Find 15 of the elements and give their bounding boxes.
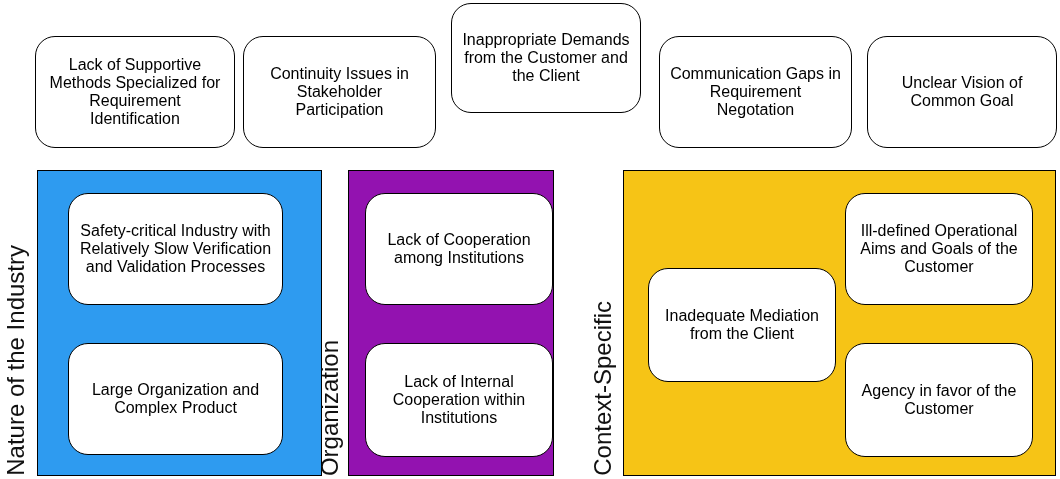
issue-box: Continuity Issues in Stakeholder Participation [243,36,436,148]
issue-box: Unclear Vision of Common Goal [867,36,1057,148]
issue-box: Lack of Internal Cooperation within Institutions [365,343,553,457]
issue-box: Inadequate Mediation from the Client [648,268,836,382]
issue-box: Communication Gaps in Requirement Negotation [659,36,852,148]
issue-box: Safety-critical Industry with Relatively Slow Verification and Validation Processes [68,193,283,305]
issue-box: Lack of Cooperation among Institutions [365,193,553,305]
issue-box: Agency in favor of the Customer [845,343,1033,457]
issue-box: Inappropriate Demands from the Customer and the Client [451,3,641,113]
category-title: Organization [316,339,344,476]
issue-box: Large Organization and Complex Product [68,343,283,455]
issue-box: Ill-defined Operational Aims and Goals of the Customer [845,193,1033,305]
issue-box: Lack of Supportive Methods Specialized for Requirement Identification [35,36,235,148]
category-title: Nature of the Industry [2,245,30,476]
category-title: Context-Specific [589,301,617,476]
